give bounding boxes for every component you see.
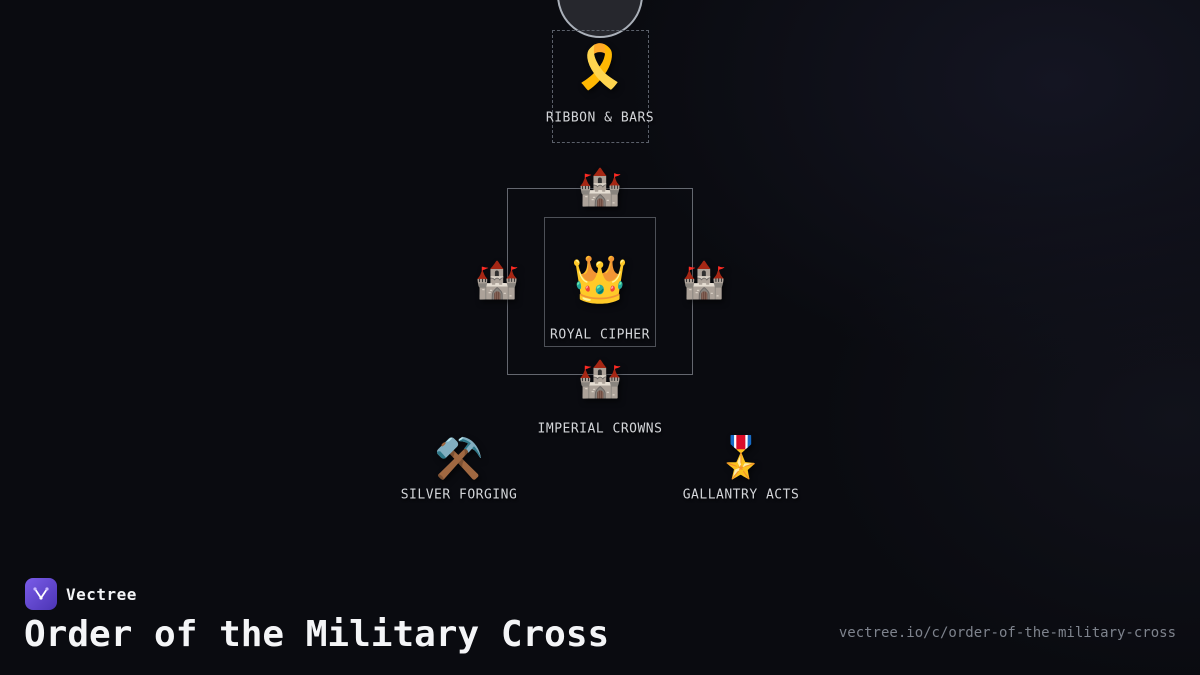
crown-icon[interactable]: 👑 bbox=[571, 252, 629, 306]
node-ribbon-bars[interactable] bbox=[552, 30, 649, 143]
castle-icon-left[interactable]: 🏰 bbox=[474, 260, 520, 301]
node-label-silver-forging: SILVER FORGING bbox=[400, 487, 518, 503]
node-label-royal-cipher: ROYAL CIPHER bbox=[550, 327, 650, 343]
ribbon-icon[interactable]: 🎗️ bbox=[573, 42, 627, 91]
brand-name: Vectree bbox=[66, 585, 137, 604]
node-label-ribbon-bars: RIBBON & BARS bbox=[545, 110, 655, 126]
castle-icon-top[interactable]: 🏰 bbox=[577, 167, 623, 208]
vectree-logo[interactable] bbox=[25, 578, 57, 610]
vectree-logo-icon bbox=[33, 587, 49, 600]
node-label-gallantry-acts: GALLANTRY ACTS bbox=[682, 487, 800, 503]
royal-cipher-frame bbox=[544, 217, 656, 347]
page-title: Order of the Military Cross bbox=[24, 614, 610, 655]
castle-icon-bottom[interactable]: 🏰 bbox=[577, 359, 623, 400]
military-medal-icon[interactable]: 🎖️ bbox=[716, 435, 766, 481]
hammer-pick-icon[interactable]: ⚒️ bbox=[434, 436, 484, 482]
castle-icon-right[interactable]: 🏰 bbox=[681, 260, 727, 301]
page-url[interactable]: vectree.io/c/order-of-the-military-cross bbox=[838, 625, 1176, 641]
node-label-imperial-crowns: IMPERIAL CROWNS bbox=[537, 421, 663, 437]
imperial-crowns-frame bbox=[507, 188, 693, 375]
